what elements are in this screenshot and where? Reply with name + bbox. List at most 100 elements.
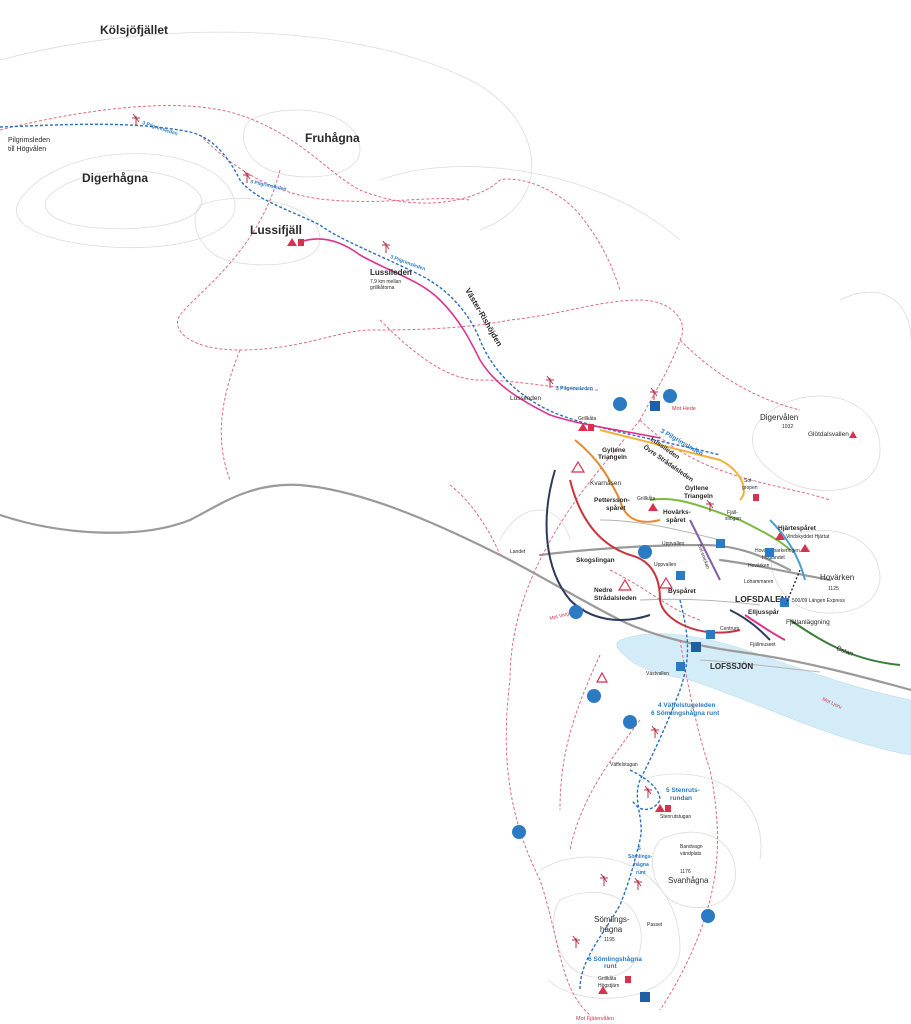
label-vindskyddet: Vindskyddet Hjärtat [786,534,830,540]
label-gyllene-r2: Triangeln [684,493,713,500]
parking-icon [765,548,774,557]
label-somlingshagna-runt-b-1: 6 Sömlingshågna [588,955,642,963]
label-hoglandet: Höglandet [762,555,785,561]
hut-icon [775,532,785,540]
shelter-icon [617,578,633,591]
label-grillkata-bottom: Grillkåta [598,975,617,982]
label-solgropen-1: Sol- [744,478,753,484]
label-hagstjarn: Högstjärn [598,983,620,989]
label-glotdalsvallen: Glötdalsvallen [808,431,849,438]
info-icon [650,401,660,411]
hut-icon [753,494,759,501]
parking-icon [676,662,685,671]
viewpoint-icons [132,113,714,948]
hut-icon [655,804,665,812]
label-stenrutstugan: Stenrutstugan [660,814,691,820]
roads [0,483,911,692]
hut-icon [648,503,658,511]
label-kvarnasen: Kvarnåsen [590,479,621,487]
viewpoint-icon [600,873,608,886]
hut-icon [287,238,297,246]
snowmobile-icon [663,389,677,403]
label-pilgrim-2: 3 Pilgrimsleden [250,179,287,193]
label-mot-fjatervalen: Mot Fjätervålen [576,1015,614,1022]
viewpoint-icon [382,240,390,253]
label-hovarks-2: spåret [666,516,686,524]
label-ostan: Östan [835,644,854,658]
label-bandvagn-1: Bandvagn [680,844,703,850]
label-somlingshagna-runt-a: 6 Sömlingshågna runt [651,709,720,717]
label-fruhagna: Fruhågna [305,131,360,145]
hut-icon [598,986,608,994]
contour-lines [0,31,911,999]
label-somlings-runt-2: Sömlings- [628,854,653,860]
label-lofssjon: LOFSSJÖN [710,662,753,671]
viewpoint-icon [572,935,580,948]
label-mot-hede: Mot Hede [672,406,696,412]
snowmobile-icons [512,389,715,923]
label-pilgrimsleden-2: till Högvålen [8,145,46,153]
label-pilgrim-1: 3 Pilgrimsleden [141,120,178,137]
label-hovarks-1: Hovärks- [663,509,691,516]
viewpoint-icon [546,375,554,388]
parking-icon [716,539,725,548]
label-vastvallen: Västvallen [646,671,669,677]
snowmobile-trails [0,105,831,1016]
snowmobile-icon [623,715,637,729]
label-digervalen: Digervålen [760,413,798,422]
label-somlings-runt-3: hågna [634,861,649,868]
label-somlings-runt-1: 6 [638,846,641,852]
viewpoint-icon [132,113,140,126]
label-lussileden-note-1: 7,9 km mellan [370,279,401,285]
hut-icon [665,805,671,812]
hut-icon [800,544,810,552]
label-svanhagna-elev: 1176 [680,869,691,875]
label-fjallslingan-1: Fjäll- [727,510,738,516]
label-somlingshagna-1: Sömlings- [594,915,630,924]
snowmobile-icon [587,689,601,703]
label-elljusspar: Elljusspår [748,608,780,616]
label-somlingshagna-elev: 1195 [604,937,615,943]
viewpoint-icon [634,877,642,890]
label-hovarken-small: Hovärken [748,563,770,569]
label-pilgrimsleden-1: Pilgrimsleden [8,137,50,144]
symbols [132,113,857,1002]
label-nedre-2: Strådalsleden [594,594,637,602]
label-centrum: Centrum [720,626,739,632]
label-pettersson-1: Pettersson- [594,497,630,504]
label-pettersson-2: spåret [606,504,626,512]
label-bysparet: Byspåret [668,587,697,595]
label-hovarksparkeringen: Hovärksparkeringen [755,548,800,554]
label-hovarken-elev: 1125 [828,586,839,592]
label-nedre-1: Nedre [594,587,613,594]
info-icon [640,992,650,1002]
label-gyllene-l2: Triangeln [598,454,627,461]
shelter-icon [595,671,609,683]
label-somlingshagna-runt-b-2: runt [604,963,617,970]
viewpoint-icon [650,387,658,400]
label-grillkata-mid: Grillkåta [637,495,656,502]
label-kolsjofjallet: Kölsjöfjället [100,23,168,37]
snowmobile-icon [701,909,715,923]
label-grillkata-top: Grillkåta [578,415,597,422]
hut-icon [578,423,588,431]
label-lussileden: Lussileden [370,268,412,277]
info-icon [691,642,701,652]
label-lussileden-note-2: grillkåtorna [370,284,395,291]
viewpoint-icon [243,170,251,183]
ski-tracks [545,429,901,666]
label-lofsexpress: 500/09 Längen Express [792,598,845,604]
label-gyllene-r1: Gyllene [685,485,709,492]
hut-icon [298,239,304,246]
info-boxes [640,401,789,1002]
label-gyllene-l1: Gyllene [602,447,626,454]
label-uppvallen-2: Uppvallen [654,562,676,568]
label-somlings-runt-4: runt [636,870,646,876]
parking-icon [706,630,715,639]
shelter-icon [570,460,586,473]
label-digerhagna: Digerhågna [82,171,148,185]
label-lohammaren: Lohammaren [744,579,774,585]
label-solgropen-2: gropen [742,485,758,491]
